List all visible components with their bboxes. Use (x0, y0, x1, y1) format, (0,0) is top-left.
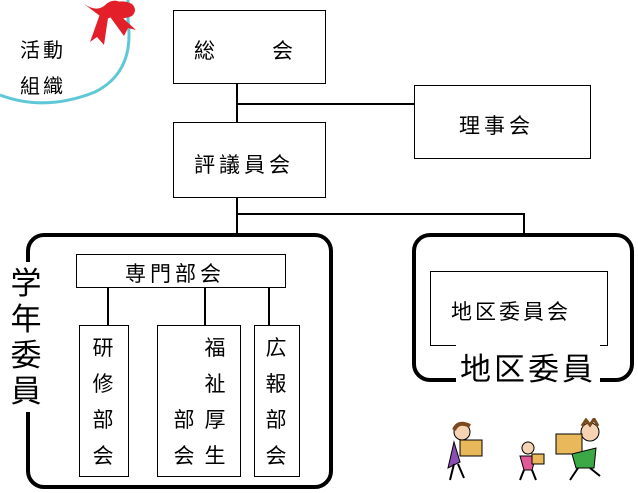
badge-line-1: 活動 (20, 38, 66, 62)
research-char-4: 会 (92, 444, 114, 468)
ribbon-icon (84, 0, 136, 45)
general-assembly-box: 総 会 (173, 10, 326, 84)
child-icon-middle (519, 441, 545, 481)
specialized-committee-label: 専門部会 (125, 262, 225, 286)
welfare-char-1: 福 (204, 336, 226, 360)
district-committee-box: 地区委員会 (430, 271, 608, 346)
badge-line-2: 組織 (20, 74, 66, 98)
connector-board-h (236, 103, 414, 105)
children-carrying-boxes-illustration (447, 418, 601, 481)
council-label: 評議員会 (194, 153, 294, 177)
research-subcommittee-box: 研 修 部 会 (79, 325, 129, 477)
pr-subcommittee-box: 広 報 部 会 (254, 325, 300, 477)
grade-committee-char-3: 委 (10, 338, 42, 374)
pr-char-4: 会 (265, 444, 287, 468)
specialized-committee-box: 専門部会 (76, 254, 286, 288)
pr-char-1: 広 (265, 336, 287, 360)
welfare-char-5: 部 (173, 408, 195, 432)
connector-research (107, 288, 109, 325)
district-members-label: 地区委員 (456, 344, 600, 389)
pr-char-3: 部 (265, 408, 287, 432)
activity-badge (0, 0, 136, 105)
connector-welfare (204, 288, 206, 325)
board-box: 理事会 (414, 85, 591, 159)
grade-committee-label-bg (6, 262, 46, 412)
research-char-2: 修 (92, 372, 114, 396)
connector-pr (268, 288, 270, 325)
welfare-subcommittee-box: 福 祉 厚 生 部 会 (157, 325, 241, 477)
badge-circle (0, 0, 131, 105)
connector-branch-h (236, 213, 525, 215)
child-icon-left (447, 421, 483, 481)
welfare-char-2: 祉 (204, 372, 226, 396)
welfare-char-3: 厚 (204, 408, 226, 432)
grade-committee-char-1: 学 (10, 266, 42, 302)
grade-committee-char-4: 員 (10, 374, 42, 410)
pr-char-2: 報 (265, 372, 287, 396)
child-icon-right (555, 418, 601, 481)
grade-committee-char-2: 年 (10, 302, 42, 338)
district-committee-label: 地区委員会 (451, 300, 571, 324)
general-assembly-label: 総 会 (194, 39, 298, 63)
board-label: 理事会 (459, 114, 534, 138)
research-char-3: 部 (92, 408, 114, 432)
research-char-1: 研 (92, 336, 114, 360)
connector-council-down (236, 198, 238, 254)
council-box: 評議員会 (173, 122, 326, 198)
welfare-char-6: 会 (173, 444, 195, 468)
welfare-char-4: 生 (204, 444, 226, 468)
